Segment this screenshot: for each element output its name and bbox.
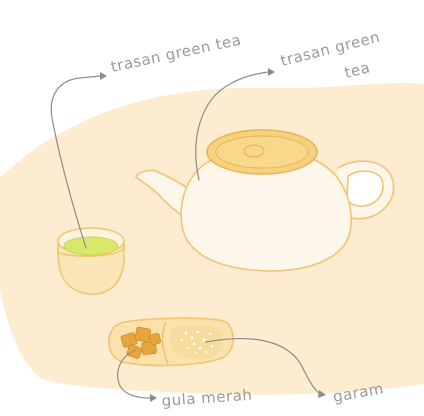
tea-cup: [58, 228, 124, 294]
cup-label: trasan green tea: [109, 31, 243, 76]
salt-heap: [171, 325, 223, 359]
green-tea-liquid: [64, 237, 118, 255]
condiment-tray: [109, 318, 233, 365]
cup-arrowhead: [100, 72, 107, 80]
teapot-label-line2: tea: [343, 58, 372, 82]
teapot-arrowhead: [268, 68, 275, 76]
teapot-lid-inner: [216, 136, 308, 168]
sugar-arrowhead: [150, 394, 157, 402]
